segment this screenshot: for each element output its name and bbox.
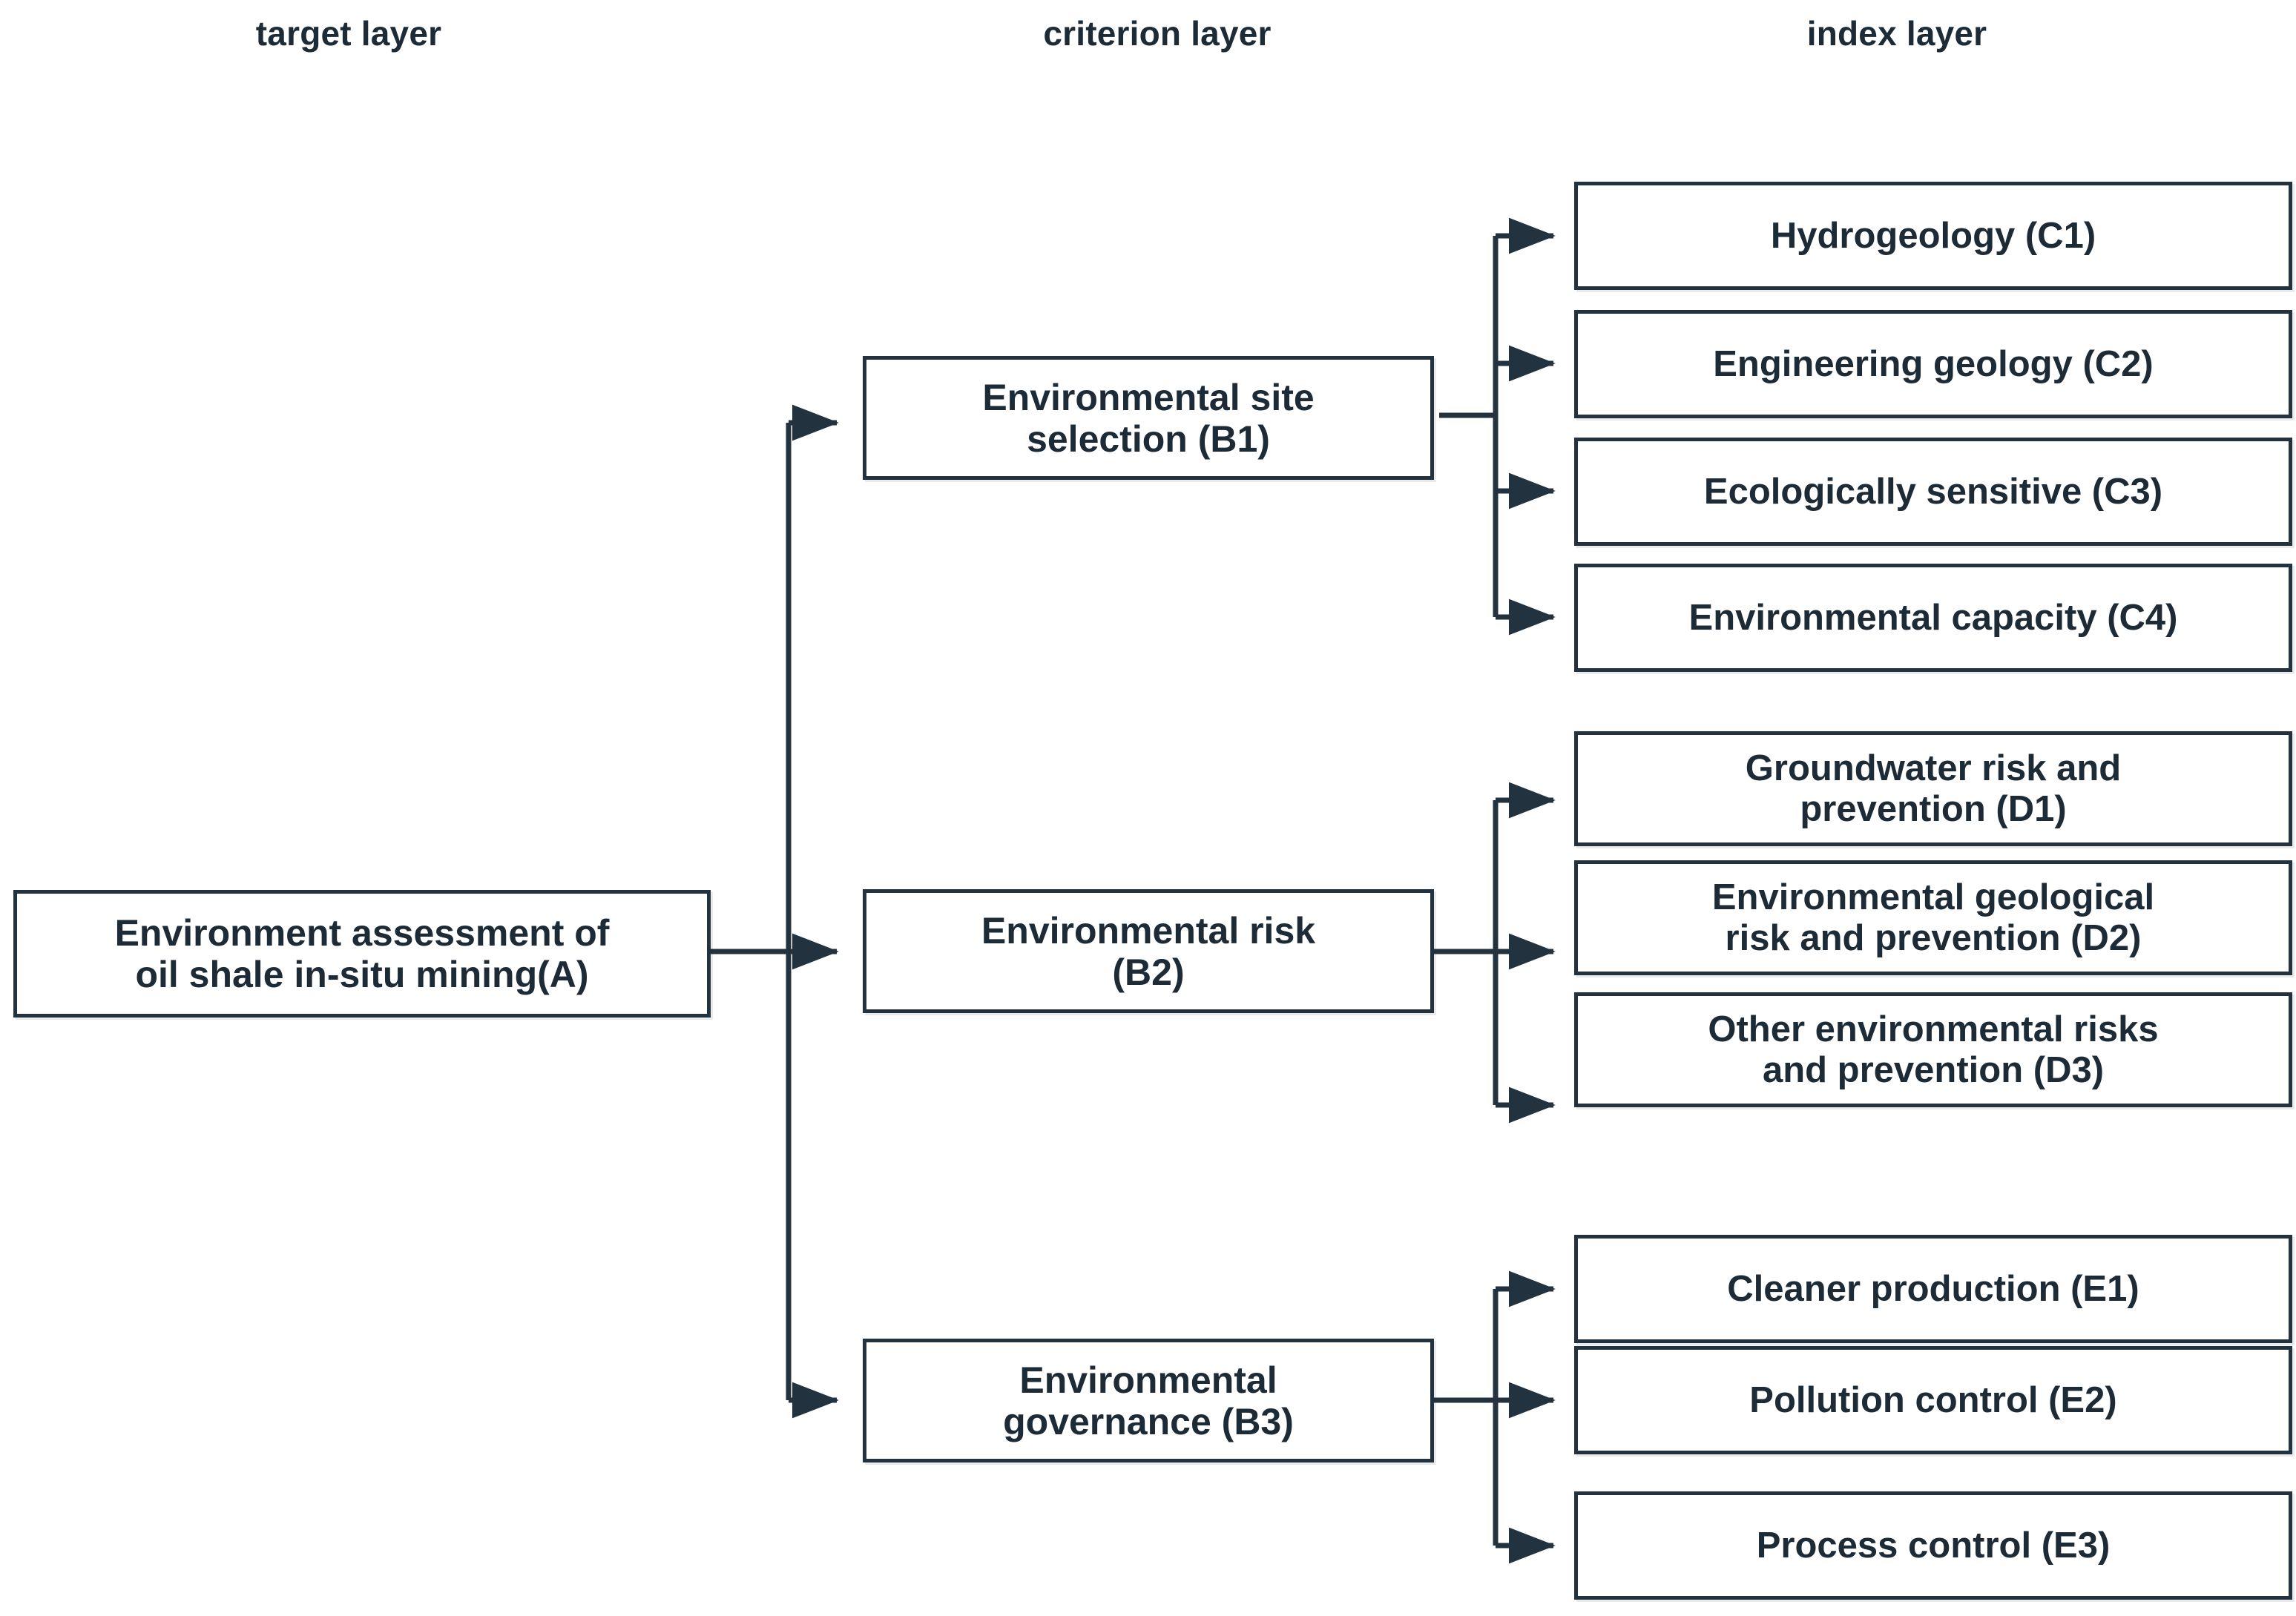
edge-b3-to-index-trunk xyxy=(1434,1289,1499,1546)
node-box-d1[interactable]: Groundwater risk and prevention (D1) xyxy=(1574,731,2292,846)
node-box-b2[interactable]: Environmental risk (B2) xyxy=(863,889,1434,1013)
node-box-e1[interactable]: Cleaner production (E1) xyxy=(1574,1235,2292,1343)
node-box-d2[interactable]: Environmental geological risk and preven… xyxy=(1574,860,2292,975)
column-header-index: index layer xyxy=(1806,14,1987,53)
node-label-e3: Process control (E3) xyxy=(1756,1525,2111,1566)
node-label-d2: Environmental geological risk and preven… xyxy=(1711,877,2155,958)
node-box-c2[interactable]: Engineering geology (C2) xyxy=(1574,310,2292,418)
node-label-b2: Environmental risk (B2) xyxy=(981,909,1316,993)
node-box-d3[interactable]: Other environmental risks and prevention… xyxy=(1574,992,2292,1107)
column-header-target: target layer xyxy=(255,14,442,53)
node-box-c4[interactable]: Environmental capacity (C4) xyxy=(1574,564,2292,672)
node-label-c1: Hydrogeology (C1) xyxy=(1770,215,2096,256)
node-label-a: Environment assessment of oil shale in-s… xyxy=(114,912,610,995)
node-label-d3: Other environmental risks and prevention… xyxy=(1708,1009,2159,1090)
edge-a-to-criterion-trunk xyxy=(710,423,792,1400)
node-label-c3: Ecologically sensitive (C3) xyxy=(1703,471,2163,512)
node-label-b1: Environmental site selection (B1) xyxy=(982,376,1315,460)
node-label-c4: Environmental capacity (C4) xyxy=(1688,597,2178,638)
node-label-e1: Cleaner production (E1) xyxy=(1727,1268,2139,1309)
node-label-b3: Environmental governance (B3) xyxy=(1003,1359,1294,1442)
node-box-c1[interactable]: Hydrogeology (C1) xyxy=(1574,182,2292,290)
node-box-e3[interactable]: Process control (E3) xyxy=(1574,1491,2292,1600)
node-box-a[interactable]: Environment assessment of oil shale in-s… xyxy=(13,890,711,1018)
node-box-c3[interactable]: Ecologically sensitive (C3) xyxy=(1574,438,2292,546)
node-box-b1[interactable]: Environmental site selection (B1) xyxy=(863,356,1434,480)
node-box-b3[interactable]: Environmental governance (B3) xyxy=(863,1339,1434,1462)
node-label-d1: Groundwater risk and prevention (D1) xyxy=(1745,748,2122,829)
node-label-e2: Pollution control (E2) xyxy=(1749,1379,2117,1420)
edge-b1-to-index-trunk xyxy=(1439,236,1499,617)
edge-b2-to-index-trunk xyxy=(1434,800,1499,1105)
node-box-e2[interactable]: Pollution control (E2) xyxy=(1574,1346,2292,1454)
node-label-c2: Engineering geology (C2) xyxy=(1713,343,2154,384)
column-header-criterion: criterion layer xyxy=(1043,14,1272,53)
